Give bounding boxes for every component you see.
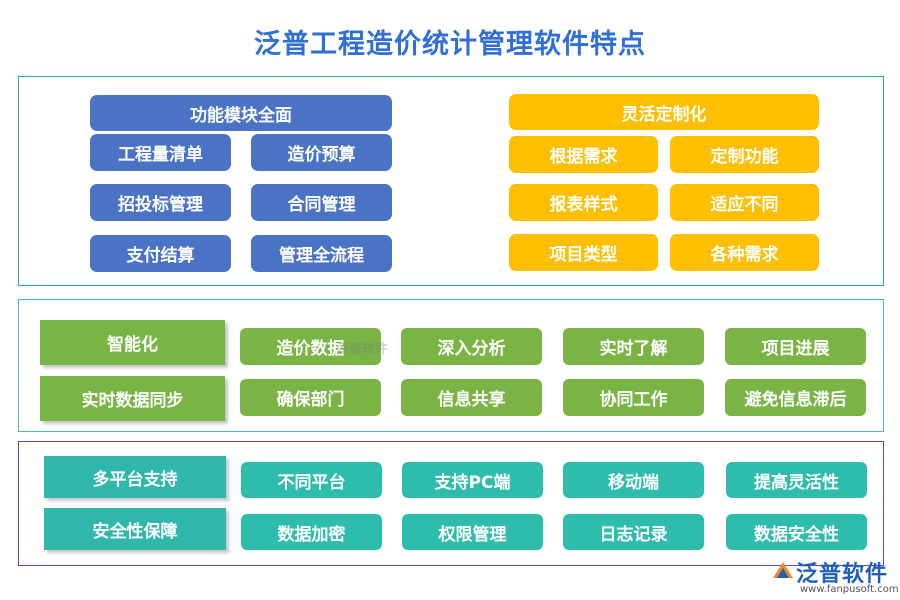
module-item: 支付结算 <box>90 235 231 272</box>
logo-mark-icon <box>773 562 793 578</box>
custom-item: 适应不同 <box>670 184 819 221</box>
module-item: 管理全流程 <box>251 235 392 272</box>
custom-item: 定制功能 <box>670 136 819 173</box>
security-header: 安全性保障 <box>44 508 226 550</box>
intelligence-panel <box>18 299 884 432</box>
logo-url: www.fanpusoft.com <box>800 584 899 595</box>
security-item: 数据安全性 <box>726 514 867 550</box>
intelligence-item: 深入分析 <box>401 328 542 365</box>
module-item: 工程量清单 <box>90 134 231 171</box>
features-panel <box>18 76 884 286</box>
platform-header: 多平台支持 <box>44 456 226 498</box>
intelligence-item: 项目进展 <box>725 328 866 365</box>
custom-item: 根据需求 <box>509 136 658 173</box>
logo-name: 泛普软件 <box>796 562 889 587</box>
sync-item: 避免信息滞后 <box>725 379 866 416</box>
platform-item: 不同平台 <box>241 462 382 498</box>
intelligence-header: 智能化 <box>40 320 225 365</box>
brand-logo: 泛普软件 www.fanpusoft.com <box>770 556 899 600</box>
custom-item: 项目类型 <box>509 234 658 271</box>
sync-item: 信息共享 <box>401 379 542 416</box>
platform-item: 提高灵活性 <box>726 462 867 498</box>
security-item: 日志记录 <box>563 514 704 550</box>
module-item: 合同管理 <box>251 184 392 221</box>
sync-item: 确保部门 <box>240 379 381 416</box>
platform-item: 支持PC端 <box>402 462 543 498</box>
module-header: 功能模块全面 <box>90 95 392 131</box>
custom-header: 灵活定制化 <box>509 94 819 130</box>
platform-panel <box>18 441 884 566</box>
security-item: 权限管理 <box>402 514 543 550</box>
watermark: 泛普软件 <box>336 342 389 357</box>
intelligence-item: 造价数据 <box>240 328 381 365</box>
platform-item: 移动端 <box>563 462 704 498</box>
intelligence-item: 实时了解 <box>563 328 704 365</box>
page-title: 泛普工程造价统计管理软件特点 <box>254 29 646 60</box>
custom-item: 报表样式 <box>509 184 658 221</box>
security-item: 数据加密 <box>241 514 382 550</box>
sync-item: 协同工作 <box>563 379 704 416</box>
sync-header: 实时数据同步 <box>40 376 225 421</box>
module-item: 招投标管理 <box>90 184 231 221</box>
module-item: 造价预算 <box>251 134 392 171</box>
custom-item: 各种需求 <box>670 234 819 271</box>
